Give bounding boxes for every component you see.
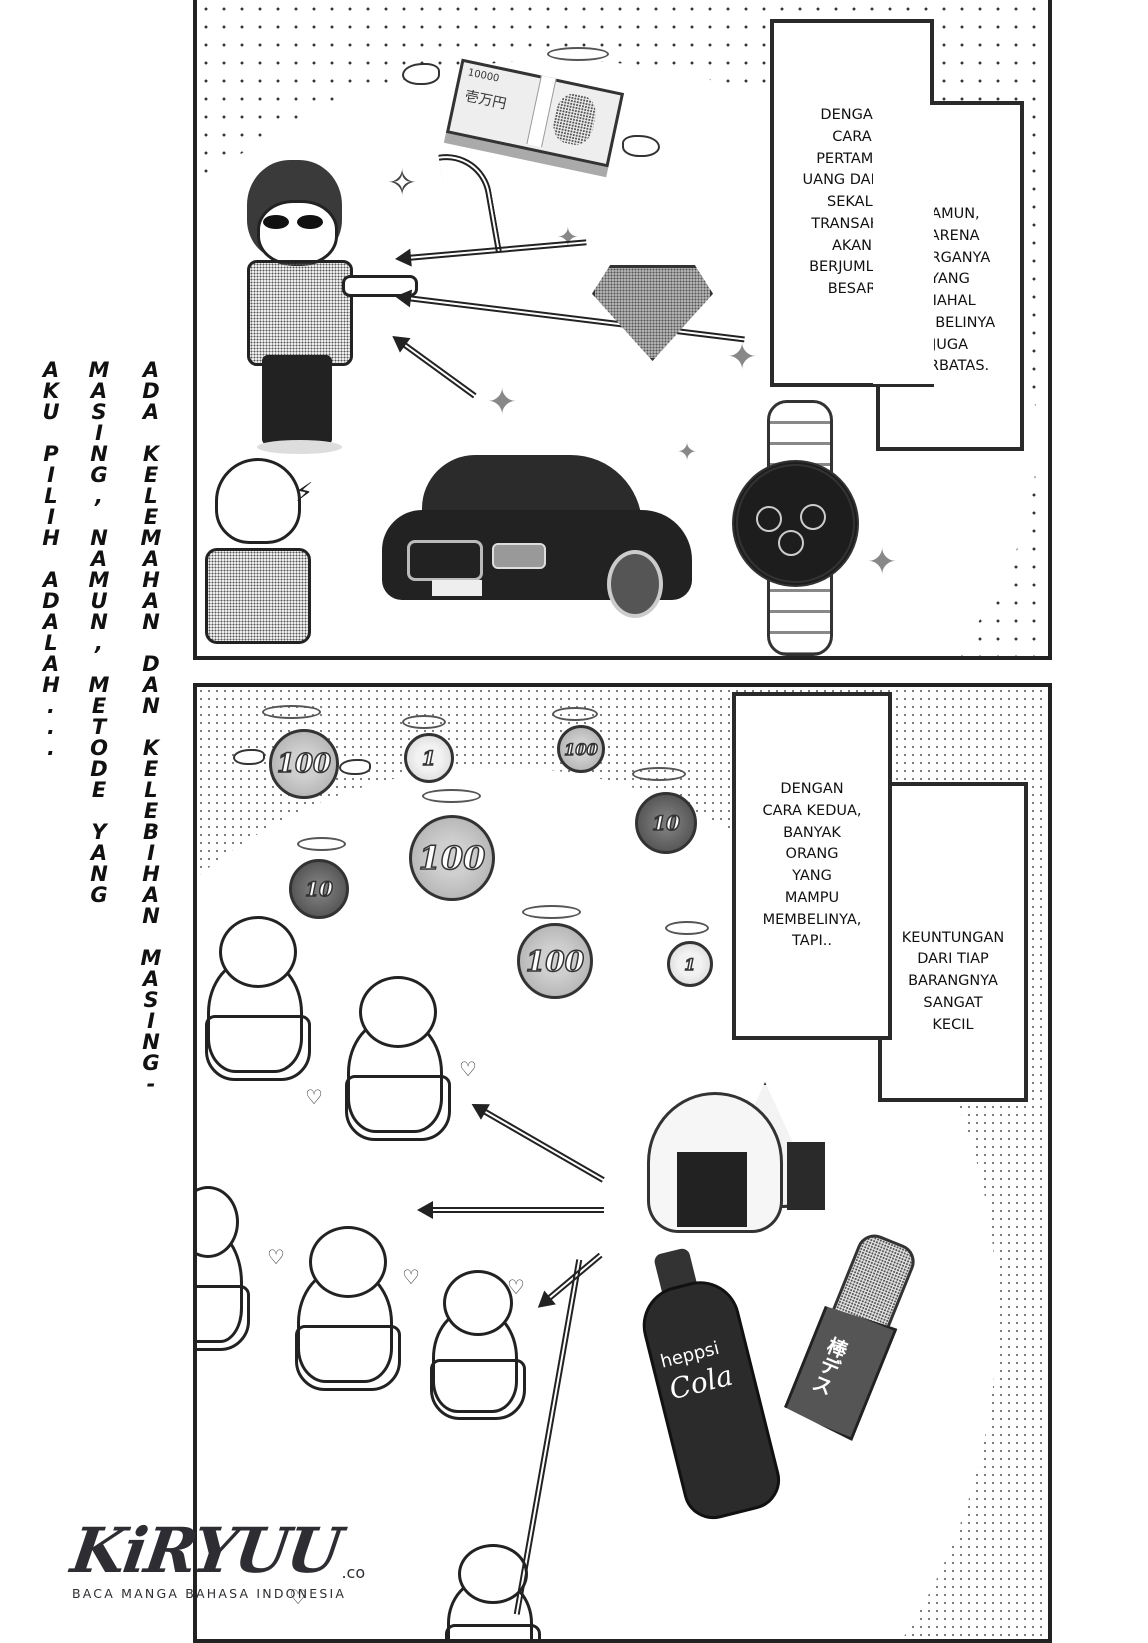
narration-column-2: MASING, NAMUN, METODE YANG bbox=[87, 358, 111, 904]
arrow-left-icon bbox=[417, 1201, 604, 1219]
heart-icon: ♡ bbox=[402, 1265, 420, 1289]
caption-box-first-method: DENGAN CARA PERTAMA, UANG DALAM SEKALI T… bbox=[770, 19, 934, 387]
pants bbox=[262, 355, 332, 445]
sparkle-icon: ✧ bbox=[387, 163, 418, 204]
chibi-girl-figure bbox=[344, 976, 452, 1141]
luxury-wristwatch bbox=[727, 400, 859, 656]
banknote-icon: 10000 壱万円 bbox=[445, 58, 625, 168]
coin-100-icon: 100 bbox=[269, 729, 339, 799]
caption-box-second-method-drawback: KEUNTUNGAN DARI TIAP BARANGNYA SANGAT KE… bbox=[878, 782, 1028, 1102]
luxury-car bbox=[382, 455, 692, 625]
coin-100-icon: 100 bbox=[409, 815, 495, 901]
flying-banknote-stack: 10000 壱万円 bbox=[402, 47, 660, 175]
coin-1-icon: 1 bbox=[667, 941, 713, 987]
protagonist-sunglasses-figure bbox=[227, 160, 418, 460]
chibi-girl-figure bbox=[204, 916, 312, 1081]
face bbox=[257, 200, 338, 266]
watermark-logo: KiRYUU bbox=[66, 1514, 345, 1587]
license-plate bbox=[432, 580, 482, 596]
shock-lines-icon: ⚡ bbox=[295, 478, 314, 508]
jacket bbox=[247, 260, 353, 366]
chibi-girl-figure bbox=[445, 1544, 541, 1639]
chibi-girl-figure bbox=[430, 1270, 526, 1420]
car-headlight bbox=[492, 543, 546, 569]
heart-icon: ♡ bbox=[267, 1245, 285, 1269]
sparkle-icon: ✦ bbox=[727, 337, 758, 378]
panel-first-method: 10000 壱万円 ✧ ✦ ✦ ✦ ✦ ✦ ⚡ bbox=[193, 0, 1052, 660]
coin-100-icon: 100 bbox=[517, 923, 593, 999]
watermark-domain: .co bbox=[341, 1563, 366, 1582]
coin-10-icon: 10 bbox=[289, 859, 349, 919]
car-wheel bbox=[607, 550, 663, 618]
heart-icon: ♡ bbox=[305, 1085, 323, 1109]
sparkle-icon: ✦ bbox=[677, 438, 698, 466]
heart-icon: ♡ bbox=[289, 1585, 307, 1609]
narration-column-1: ADA KELEMAHAN DAN KELEBIHAN MASING- bbox=[139, 358, 163, 1093]
sparkle-icon: ✦ bbox=[487, 382, 518, 423]
sparkle-icon: ✦ bbox=[867, 542, 898, 583]
onigiri-rice-balls bbox=[647, 1082, 887, 1233]
coin-1-icon: 1 bbox=[404, 733, 454, 783]
heart-icon: ♡ bbox=[459, 1057, 477, 1081]
watch-face bbox=[732, 460, 859, 587]
worried-companion-figure: ⚡ bbox=[205, 458, 315, 656]
panel-second-method: 100 1 100 10 100 10 100 1 ♡ ♡ ♡ bbox=[193, 683, 1052, 1643]
car-grille bbox=[407, 540, 483, 581]
heart-icon: ♡ bbox=[507, 1275, 525, 1299]
coin-100-icon: 100 bbox=[557, 725, 605, 773]
watermark-tagline: BACA MANGA BAHASA INDONESIA bbox=[72, 1586, 347, 1601]
caption-box-second-method: DENGAN CARA KEDUA, BANYAK ORANG YANG MAM… bbox=[732, 692, 892, 1040]
kiryuu-watermark: KiRYUU .co BACA MANGA BAHASA INDONESIA bbox=[67, 1514, 366, 1601]
coin-10-icon: 10 bbox=[635, 792, 697, 854]
sunglasses-icon bbox=[263, 215, 289, 229]
chibi-girl-figure bbox=[294, 1226, 402, 1391]
nori-seaweed bbox=[677, 1152, 747, 1227]
narration-column-3: AKU PILIH ADALAH... bbox=[39, 358, 63, 757]
